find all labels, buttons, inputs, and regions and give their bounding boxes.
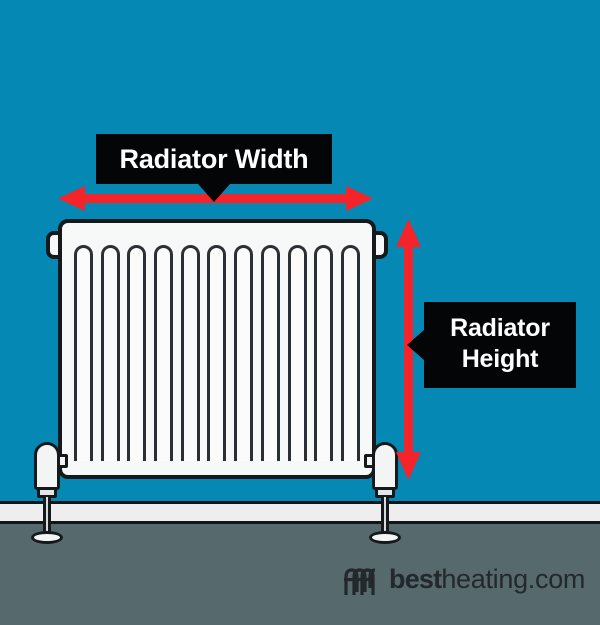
radiator-fin: [287, 245, 307, 461]
radiator-fin: [207, 245, 227, 461]
valve-collar: [37, 487, 57, 498]
radiator-fin: [260, 245, 280, 461]
radiator-end-cap-left: [46, 231, 59, 259]
right-valve: [364, 442, 402, 544]
callout-radiator-height: Radiator Height: [407, 302, 576, 388]
callout-height-label-line1: Radiator: [450, 314, 550, 342]
logo-wordmark: bestheating.com: [389, 564, 585, 594]
floor: [0, 524, 600, 625]
radiator-fin: [340, 245, 360, 461]
radiator-fin: [180, 245, 200, 461]
valve-pipe: [43, 497, 51, 537]
valve-pipe: [381, 497, 389, 537]
valve-foot: [31, 531, 63, 544]
baseboard-floor-divider: [0, 521, 600, 524]
callout-width-pointer-icon: [198, 184, 230, 202]
radiator-fin: [127, 245, 147, 461]
radiator-end-cap-right: [375, 231, 388, 259]
callout-radiator-width: Radiator Width: [96, 134, 332, 202]
logo-light-text: heating.com: [441, 564, 586, 594]
callout-height-pointer-icon: [407, 330, 424, 360]
radiator-fin: [314, 245, 334, 461]
radiator-fins: [74, 245, 360, 461]
radiator-fin: [100, 245, 120, 461]
logo-bold-text: best: [389, 564, 442, 594]
radiator-fin: [234, 245, 254, 461]
radiator-fin: [74, 245, 93, 461]
callout-height-label-line2: Height: [461, 345, 539, 373]
valve-foot: [369, 531, 401, 544]
bestheating-logo[interactable]: bestheating.com: [341, 562, 585, 596]
baseboard: [0, 504, 600, 522]
radiator-panel: [58, 219, 376, 479]
valve-head: [34, 442, 60, 490]
valve-head: [372, 442, 398, 490]
radiator: [46, 219, 388, 479]
valve-collar: [375, 487, 395, 498]
radiator-logo-icon: [344, 568, 376, 595]
callout-width-label: Radiator Width: [119, 144, 309, 174]
left-valve: [30, 442, 68, 544]
radiator-fin: [154, 245, 174, 461]
wall-baseboard-divider: [0, 501, 600, 504]
